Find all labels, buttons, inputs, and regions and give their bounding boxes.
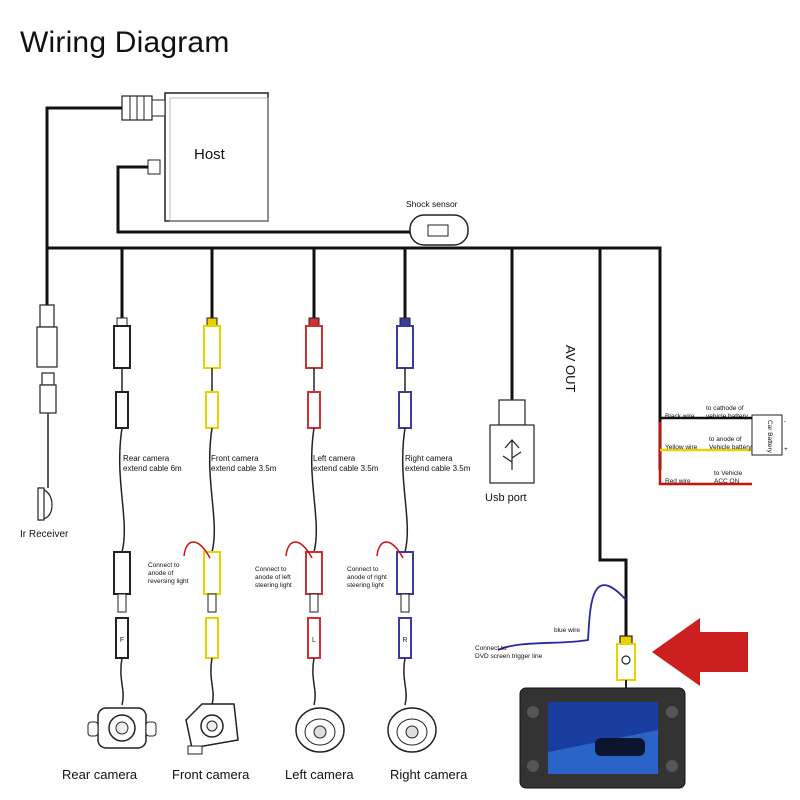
rear-plug-top [113, 325, 131, 369]
shock-sensor [409, 214, 469, 246]
right-extend-cable [402, 427, 408, 553]
diagram-title: Wiring Diagram [20, 26, 230, 59]
left-plug-top [305, 325, 323, 369]
front-socket-top [205, 391, 219, 429]
right-socket-letter: R [402, 637, 407, 644]
left-socket-top [307, 391, 321, 429]
front-extend-cable [209, 427, 215, 553]
right-camera-label: Right camera [390, 767, 468, 782]
rear-plug-top-cap [116, 317, 128, 327]
left-plug-bottom-tip [309, 593, 319, 613]
right-socket-top [398, 391, 412, 429]
rear-camera-label: Rear camera [62, 767, 138, 782]
battery-label: Car Battery [766, 420, 773, 453]
host-connector [121, 95, 166, 121]
rear-plug-bottom-tip [117, 593, 127, 613]
right-plug-bottom-tip [400, 593, 410, 613]
left-plug-top-cap [308, 317, 320, 327]
usb-port [489, 399, 535, 484]
dvd-player [519, 687, 686, 789]
right-plug-bottom [396, 551, 414, 595]
front-socket-bottom [205, 617, 219, 659]
left-socket-letter: L [312, 637, 316, 644]
host-box [164, 92, 269, 222]
left-camera-lens-inner [313, 725, 327, 739]
red-wire-label: Red wire [665, 478, 691, 485]
front-camera-mount [187, 745, 203, 755]
right-plug-top [396, 325, 414, 369]
front-plug-bottom-tip [207, 593, 217, 613]
front-plug-bottom [203, 551, 221, 595]
rear-camera-lens-inner [115, 721, 129, 735]
left-camera-label: Left camera [285, 767, 354, 782]
right-camera-cable [403, 657, 407, 706]
ir-receiver-chain [36, 304, 58, 521]
front-camera-label: Front camera [172, 767, 250, 782]
battery-plus: + [784, 446, 788, 453]
blue-wire-label: blue wire [554, 627, 581, 634]
shock-connector [147, 159, 161, 175]
power-wires [658, 416, 752, 486]
blue-wire [497, 584, 627, 651]
rear-camera-ear-right [145, 721, 157, 737]
usb-port-label: Usb port [485, 492, 527, 504]
right-camera-lens-inner [405, 725, 419, 739]
rear-extend-cable [119, 427, 125, 553]
battery-minus: - [784, 418, 787, 425]
black-wire-label: Black wire [665, 413, 695, 420]
rear-socket-top [115, 391, 129, 429]
shock-sensor-label: Shock sensor [406, 199, 458, 209]
rear-camera-ear-left [87, 721, 99, 737]
red-arrow [652, 618, 748, 686]
rear-plug-bottom [113, 551, 131, 595]
rear-socket-letter: F [120, 637, 124, 644]
rear-camera-cable [120, 657, 124, 706]
host-label: Host [194, 146, 225, 163]
front-trigger-wire [183, 541, 211, 559]
front-camera-lens-inner [206, 720, 218, 732]
front-plug-top-cap [206, 317, 218, 327]
right-plug-top-cap [399, 317, 411, 327]
av-plug [616, 635, 636, 690]
left-camera-cable [312, 657, 316, 706]
yellow-wire-label: Yellow wire [665, 444, 698, 451]
left-extend-cable [311, 427, 317, 553]
av-out-label: AV OUT [563, 345, 578, 393]
right-trigger-wire [376, 541, 404, 559]
left-plug-bottom [305, 551, 323, 595]
left-trigger-wire [285, 541, 313, 559]
front-plug-top [203, 325, 221, 369]
front-camera-cable [210, 657, 214, 706]
ir-receiver-label: Ir Receiver [20, 529, 69, 540]
battery-box [751, 414, 783, 456]
